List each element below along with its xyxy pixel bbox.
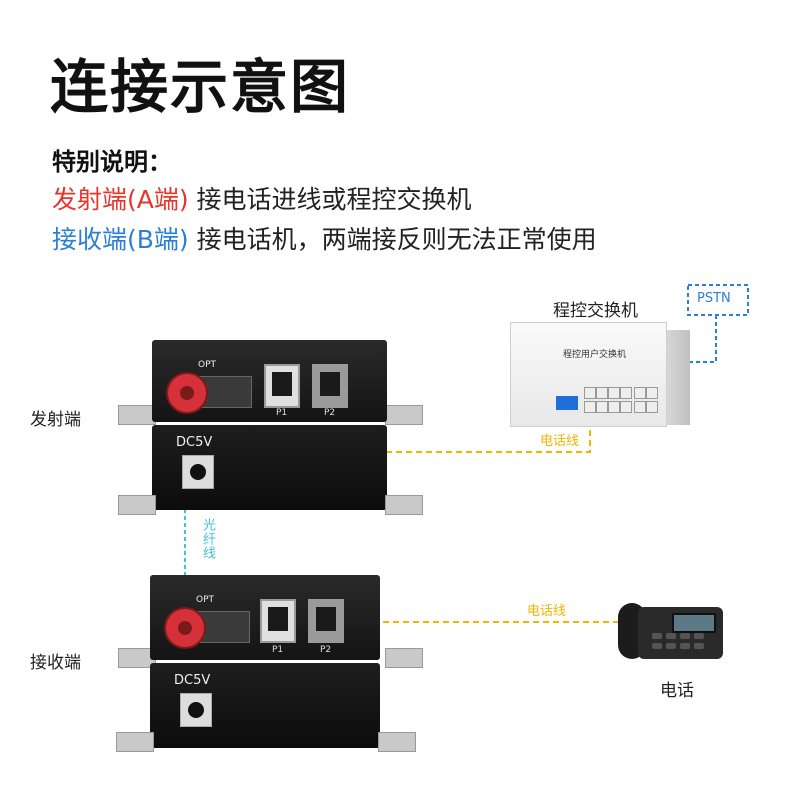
receiver-dc-label: DC5V bbox=[174, 673, 211, 688]
sender-fiber-connector[interactable] bbox=[166, 372, 208, 414]
phone-base bbox=[638, 607, 723, 659]
receiver-p1-label: P1 bbox=[272, 645, 284, 655]
note-line-receiver: 接收端(B端) 接电话机，两端接反则无法正常使用 bbox=[52, 220, 597, 256]
note-heading: 特别说明： bbox=[52, 148, 172, 176]
receiver-front-panel: OPT P1 P2 bbox=[150, 575, 380, 660]
telephone bbox=[608, 595, 728, 665]
receiver-opt-label: OPT bbox=[196, 595, 215, 605]
sender-port-p2[interactable] bbox=[312, 364, 348, 408]
switch-label: 程控交换机 bbox=[553, 301, 638, 321]
switch-box: 程控用户交换机 bbox=[510, 322, 667, 427]
sender-ear-bottom-left bbox=[118, 495, 156, 515]
receiver-port-p2[interactable] bbox=[308, 599, 344, 643]
receiver-port-p1[interactable] bbox=[260, 599, 296, 643]
sender-p2-label: P2 bbox=[324, 408, 336, 418]
sender-ear-left bbox=[118, 405, 156, 425]
receiver-label: 接收端 bbox=[30, 653, 81, 673]
sender-dc-label: DC5V bbox=[176, 435, 213, 450]
receiver-dc-jack[interactable] bbox=[180, 693, 212, 727]
note-sender-highlight: 发射端(A端) bbox=[52, 185, 189, 214]
sender-dc-jack[interactable] bbox=[182, 455, 214, 489]
note-line-sender: 发射端(A端) 接电话进线或程控交换机 bbox=[52, 180, 472, 216]
note-receiver-highlight: 接收端(B端) bbox=[52, 225, 189, 254]
pstn-box bbox=[687, 284, 749, 316]
phone-line-top-label: 电话线 bbox=[540, 434, 580, 449]
sender-opt-label: OPT bbox=[198, 360, 217, 370]
switch-fiber-port bbox=[556, 396, 578, 410]
note-receiver-text: 接电话机，两端接反则无法正常使用 bbox=[188, 225, 597, 254]
fiber-label: 光纤线 bbox=[200, 518, 215, 560]
switch-port-grid bbox=[584, 387, 662, 419]
sender-back-panel: DC5V bbox=[152, 425, 387, 510]
receiver-ear-bottom-left bbox=[116, 732, 154, 752]
pstn-line bbox=[688, 315, 717, 363]
sender-port-p1[interactable] bbox=[264, 364, 300, 408]
pstn-label: PSTN bbox=[697, 291, 731, 306]
note-sender-text: 接电话进线或程控交换机 bbox=[188, 185, 472, 214]
sender-p1-label: P1 bbox=[276, 408, 288, 418]
receiver-back-panel: DC5V bbox=[150, 663, 380, 748]
phone-line-bottom-label: 电话线 bbox=[527, 604, 567, 619]
receiver-ear-right bbox=[385, 648, 423, 668]
receiver-ear-bottom-right bbox=[378, 732, 416, 752]
phone-label: 电话 bbox=[660, 681, 694, 701]
sender-label: 发射端 bbox=[30, 410, 81, 430]
phone-screen bbox=[672, 613, 716, 633]
switch-brand: 程控用户交换机 bbox=[563, 350, 627, 360]
sender-ear-right bbox=[385, 405, 423, 425]
page-title: 连接示意图 bbox=[50, 53, 351, 121]
receiver-p2-label: P2 bbox=[320, 645, 332, 655]
sender-ear-bottom-right bbox=[385, 495, 423, 515]
receiver-fiber-connector[interactable] bbox=[164, 607, 206, 649]
sender-front-panel: OPT P1 P2 bbox=[152, 340, 387, 422]
